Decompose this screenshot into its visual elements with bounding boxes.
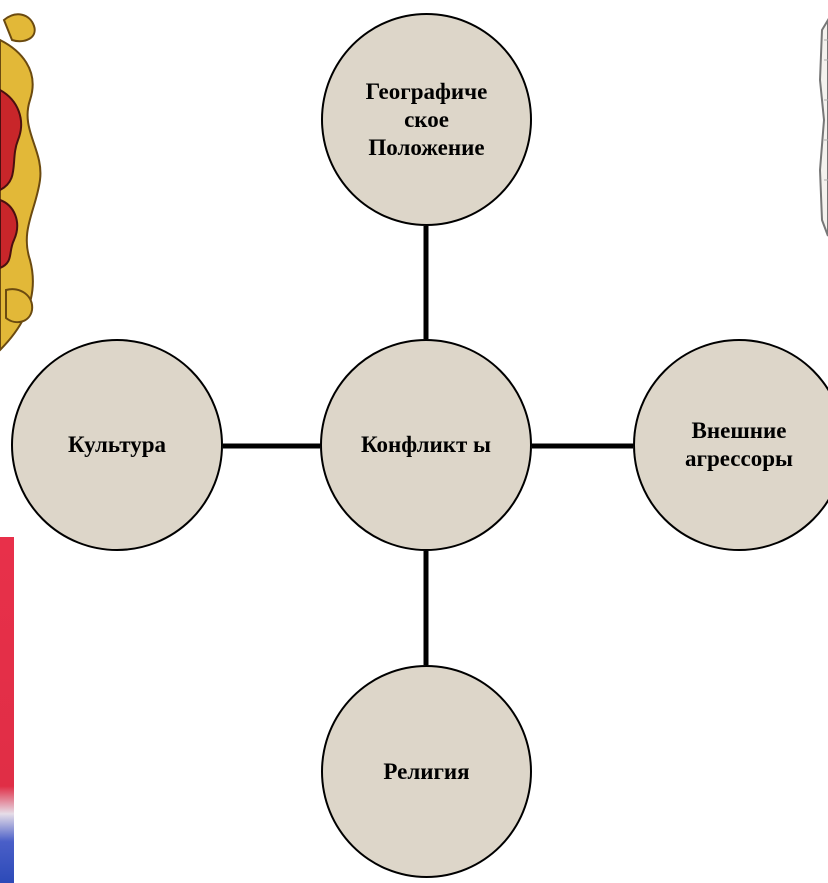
node-center-conflicts: Конфликт ы: [320, 339, 532, 551]
node-culture-label: Культура: [67, 432, 166, 457]
document-fragment-icon: [818, 18, 828, 237]
node-center-label: Конфликт ы: [360, 432, 492, 457]
node-external-aggressors: Внешние агрессоры: [633, 339, 828, 551]
flag-fragment: [0, 537, 14, 883]
coat-of-arms-emblem-icon: [0, 13, 42, 352]
node-culture: Культура: [11, 339, 223, 551]
node-geography: Географиче ское Положение: [321, 13, 532, 226]
node-geography-label: Географиче ское Положение: [365, 78, 488, 160]
node-external-label: Внешние агрессоры: [685, 418, 793, 471]
node-religion-label: Религия: [383, 758, 470, 784]
node-religion: Религия: [321, 665, 532, 878]
